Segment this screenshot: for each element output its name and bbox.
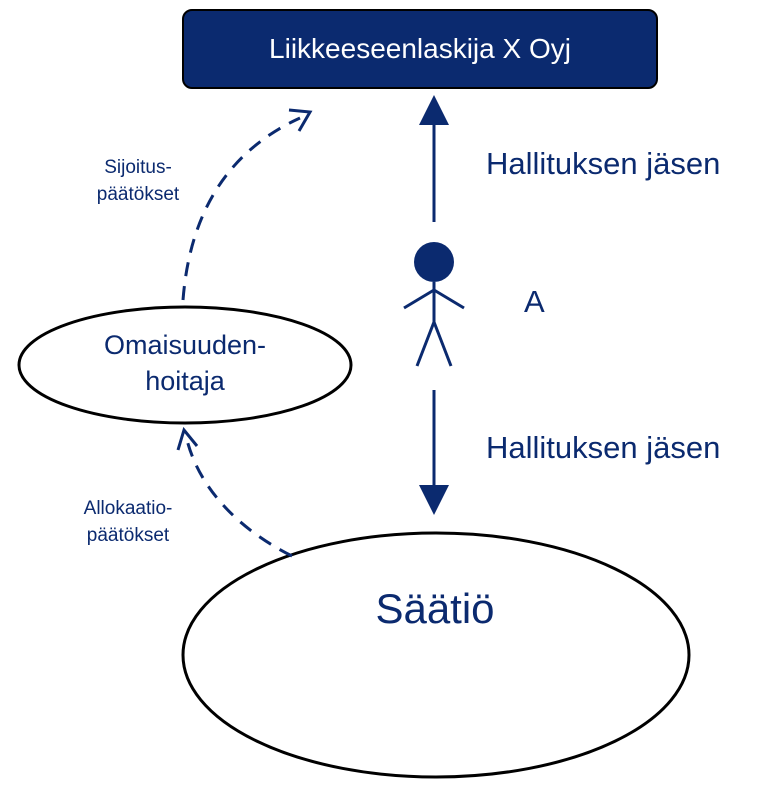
allocation-label-line1: Allokaatio- [83, 498, 173, 519]
foundation-label: Säätiö [375, 585, 495, 632]
asset-manager-label: Omaisuuden- hoitaja [60, 327, 310, 400]
asset-manager-ellipse [17, 305, 353, 425]
investment-decisions-arrow [181, 116, 301, 301]
investment-decisions-label: Sijoitus- päätökset [68, 155, 208, 208]
person-icon [403, 242, 465, 367]
allocation-arrowhead [176, 426, 199, 451]
board-member-label-lower: Hallituksen jäsen [486, 430, 721, 465]
investment-label-line1: Sijoitus- [104, 157, 172, 178]
asset-manager-label-line2: hoitaja [145, 366, 225, 397]
foundation-ellipse [181, 531, 691, 779]
issuer-box: Liikkeeseenlaskija X Oyj [182, 9, 658, 89]
issuer-label: Liikkeeseenlaskija X Oyj [269, 33, 571, 64]
asset-manager-label-line1: Omaisuuden- [103, 330, 267, 360]
allocation-decisions-label: Allokaatio- päätökset [58, 496, 198, 549]
person-label: A [524, 284, 545, 319]
board-member-label-upper: Hallituksen jäsen [486, 146, 721, 181]
allocation-label-line2: päätökset [86, 524, 170, 546]
allocation-decisions-arrow [185, 439, 293, 558]
investment-label-line2: päätökset [96, 183, 180, 205]
investment-arrowhead [288, 108, 313, 132]
